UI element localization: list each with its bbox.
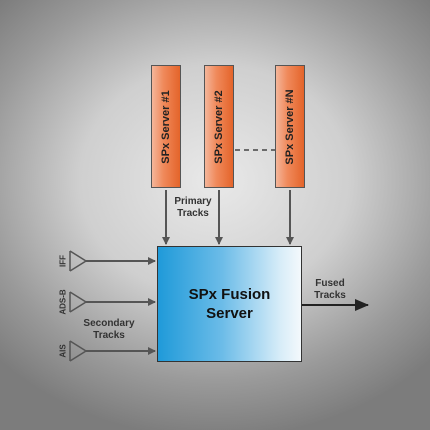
adsb-antenna-icon xyxy=(69,291,88,313)
spx-fusion-server: SPx Fusion Server xyxy=(157,246,302,362)
fusion-server-label: SPx Fusion Server xyxy=(188,286,271,322)
secondary-tracks-label: Secondary Tracks xyxy=(83,318,135,341)
server-label: SPx Server #2 xyxy=(213,89,225,164)
adsb-label: ADS-B xyxy=(58,289,68,315)
primary-tracks-label: Primary Tracks xyxy=(174,196,212,219)
iff-label: IFF xyxy=(58,255,68,267)
ais-antenna-icon xyxy=(69,340,88,362)
server-label: SPx Server #N xyxy=(284,88,296,165)
server-label: SPx Server #1 xyxy=(160,89,172,164)
iff-antenna-icon xyxy=(69,250,88,272)
ais-label: AIS xyxy=(58,344,68,358)
spx-server-1: SPx Server #1 xyxy=(151,65,181,188)
spx-server-n: SPx Server #N xyxy=(275,65,305,188)
spx-server-2: SPx Server #2 xyxy=(204,65,234,188)
fused-tracks-label: Fused Tracks xyxy=(314,278,346,301)
